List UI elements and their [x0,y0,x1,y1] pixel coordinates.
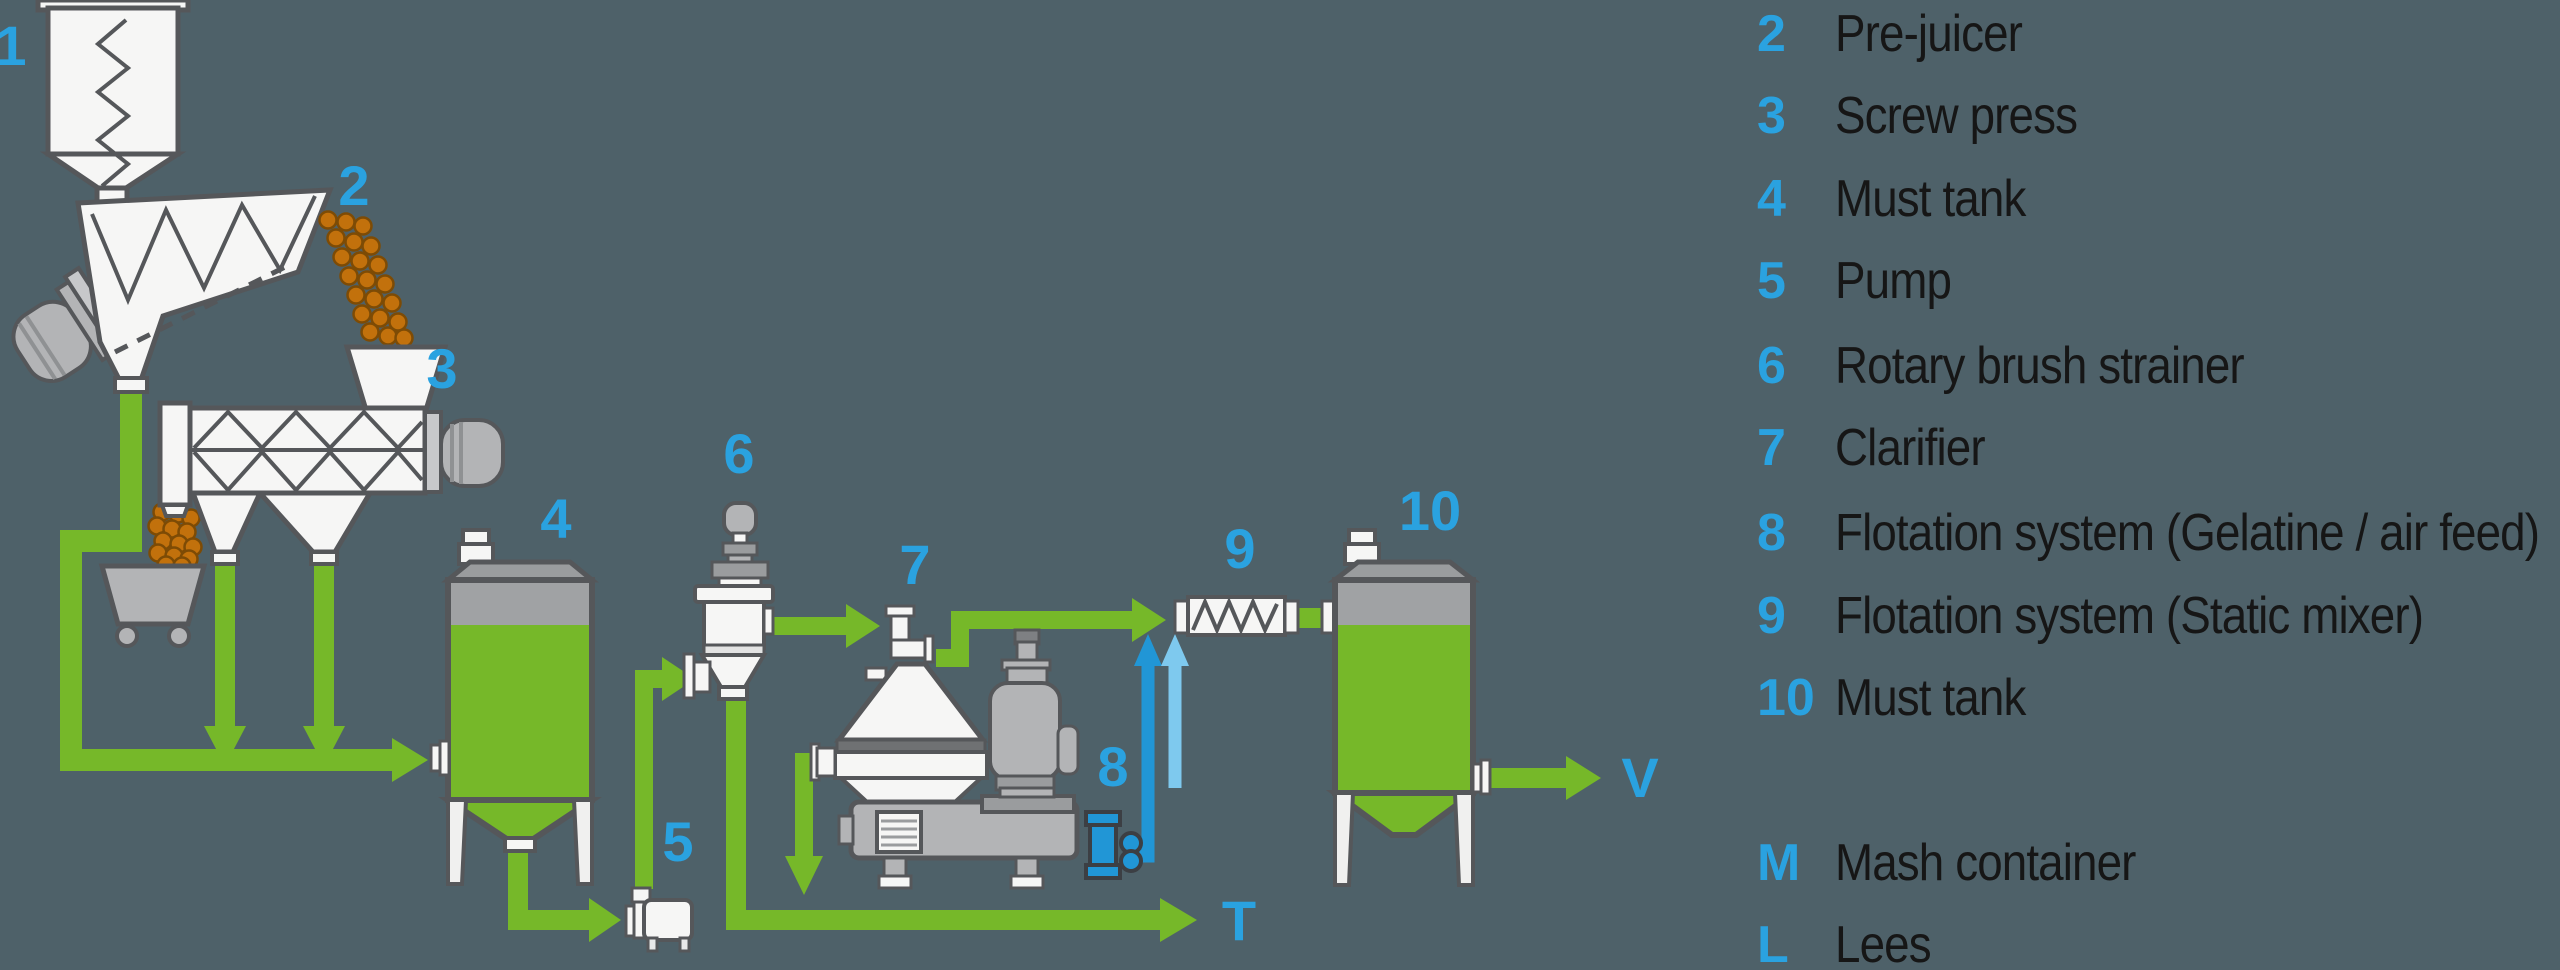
must-tank-4 [429,528,602,886]
legend-key: 2 [1757,5,1786,63]
legend-label: Must tank [1835,170,2026,228]
diagram-label-1: 1 [0,14,27,77]
legend-item-4: 4 Must tank [1757,169,2051,229]
juice-flow-pipes [60,394,1566,930]
legend-key: 3 [1757,87,1786,145]
legend-label: Clarifier [1835,419,1986,477]
diagram-label-V: V [1621,746,1659,809]
legend-key: 4 [1757,170,1786,228]
pump-5 [624,886,694,953]
static-mixer-9 [1173,595,1337,637]
legend-label: Rotary brush strainer [1835,337,2245,395]
diagram-label-8: 8 [1097,735,1129,798]
clarifier-7 [809,604,1080,890]
legend-item-6: 6 Rotary brush strainer [1757,336,2300,396]
legend-label: Lees [1835,916,1932,970]
legend-item-10: 10 Must tank [1757,668,2051,728]
legend-key: L [1757,916,1789,970]
legend-label: Mash container [1835,834,2136,892]
legend-label: Pump [1835,252,1952,310]
legend-item-7: 7 Clarifier [1757,418,2005,478]
legend-item-9: 9 Flotation system (Static mixer) [1757,586,2503,646]
flotation-vessel-8 [980,628,1080,814]
legend-label: Screw press [1835,87,2078,145]
must-tank-10 [1325,528,1492,887]
legend-label: Must tank [1835,669,2026,727]
legend-item-M: M Mash container [1757,833,2177,893]
diagram-label-3: 3 [426,337,458,400]
screw-press-3 [157,344,505,566]
diagram-label-6: 6 [723,422,755,485]
diagram-label-7: 7 [899,533,931,596]
gelatine-air-feed-arrows [1134,634,1189,863]
legend-key: 9 [1757,587,1786,645]
diagram-label-10: 10 [1398,479,1462,542]
legend-key: M [1757,834,1801,892]
legend-item-8: 8 Flotation system (Gelatine / air feed) [1757,503,2560,563]
juice-flow-arrowheads [204,598,1601,942]
legend-item-L: L Lees [1757,915,1944,970]
rotary-brush-strainer-6 [682,501,775,701]
legend-key: 8 [1757,504,1786,562]
legend-key: 6 [1757,337,1786,395]
mash-container-cart [98,563,208,648]
diagram-label-9: 9 [1224,517,1256,580]
legend-label: Flotation system (Gelatine / air feed) [1835,504,2540,562]
diagram-label-T: T [1221,889,1257,952]
legend-key: 10 [1757,669,1815,727]
legend-item-3: 3 Screw press [1757,86,2110,146]
feed-hopper-1 [35,0,191,207]
pre-juicer-2 [11,187,334,394]
legend-key: 5 [1757,252,1786,310]
legend-label: Pre-juicer [1835,5,2023,63]
diagram-label-2: 2 [338,154,370,217]
legend-item-5: 5 Pump [1757,251,1967,311]
diagram-label-5: 5 [662,810,694,873]
legend-label: Flotation system (Static mixer) [1835,587,2424,645]
legend-key: 7 [1757,419,1786,477]
gelatine-air-feed-pump [1084,810,1143,880]
diagram-label-4: 4 [540,487,572,550]
legend-item-2: 2 Pre-juicer [1757,4,2048,64]
